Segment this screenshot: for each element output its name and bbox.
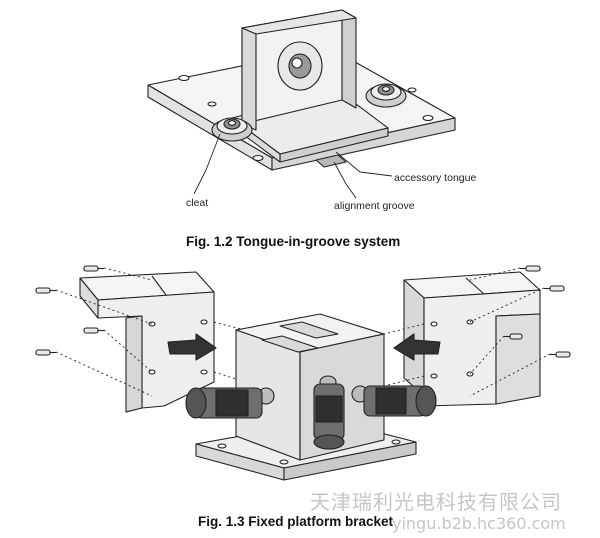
figure-tongue-in-groove: cleat accessory tongue alignment groove (0, 0, 600, 256)
caption-fig-1-2: Fig. 1.2 Tongue-in-groove system (186, 234, 401, 249)
screw-icon (35, 349, 56, 356)
screw-icon (504, 333, 523, 340)
micrometer-front (313, 375, 345, 450)
screw-icon (83, 327, 104, 334)
label-accessory-tongue: accessory tongue (394, 172, 476, 184)
upright-block (241, 9, 357, 131)
fixed-platform-bracket-drawing (35, 265, 571, 481)
cleat-right (365, 83, 407, 108)
figure-fixed-platform-bracket (0, 256, 600, 538)
arrow-left-icon (393, 333, 441, 361)
caption-fig-1-3: Fig. 1.3 Fixed platform bracket (198, 514, 394, 529)
screw-icon (83, 265, 104, 272)
label-cleat: cleat (186, 197, 208, 209)
leader-lines (193, 133, 393, 199)
watermark-url: yingu.b2b.hc360.com (392, 514, 566, 533)
screw-icon (550, 351, 571, 358)
screw-icon (520, 265, 541, 272)
label-alignment-groove: alignment groove (334, 200, 415, 212)
alignment-dotted-lines (55, 267, 551, 397)
bracket-left (79, 271, 215, 413)
arrow-right-icon (167, 333, 217, 361)
tongue-in-groove-drawing: cleat accessory tongue alignment groove (147, 9, 476, 212)
screw-icon (35, 287, 56, 294)
micrometer-left (185, 387, 275, 419)
screws (35, 265, 571, 358)
screw-icon (544, 285, 565, 292)
micrometer-right (351, 385, 437, 417)
watermark-company: 天津瑞利光电科技有限公司 (310, 490, 562, 514)
cleat-left (211, 117, 253, 142)
